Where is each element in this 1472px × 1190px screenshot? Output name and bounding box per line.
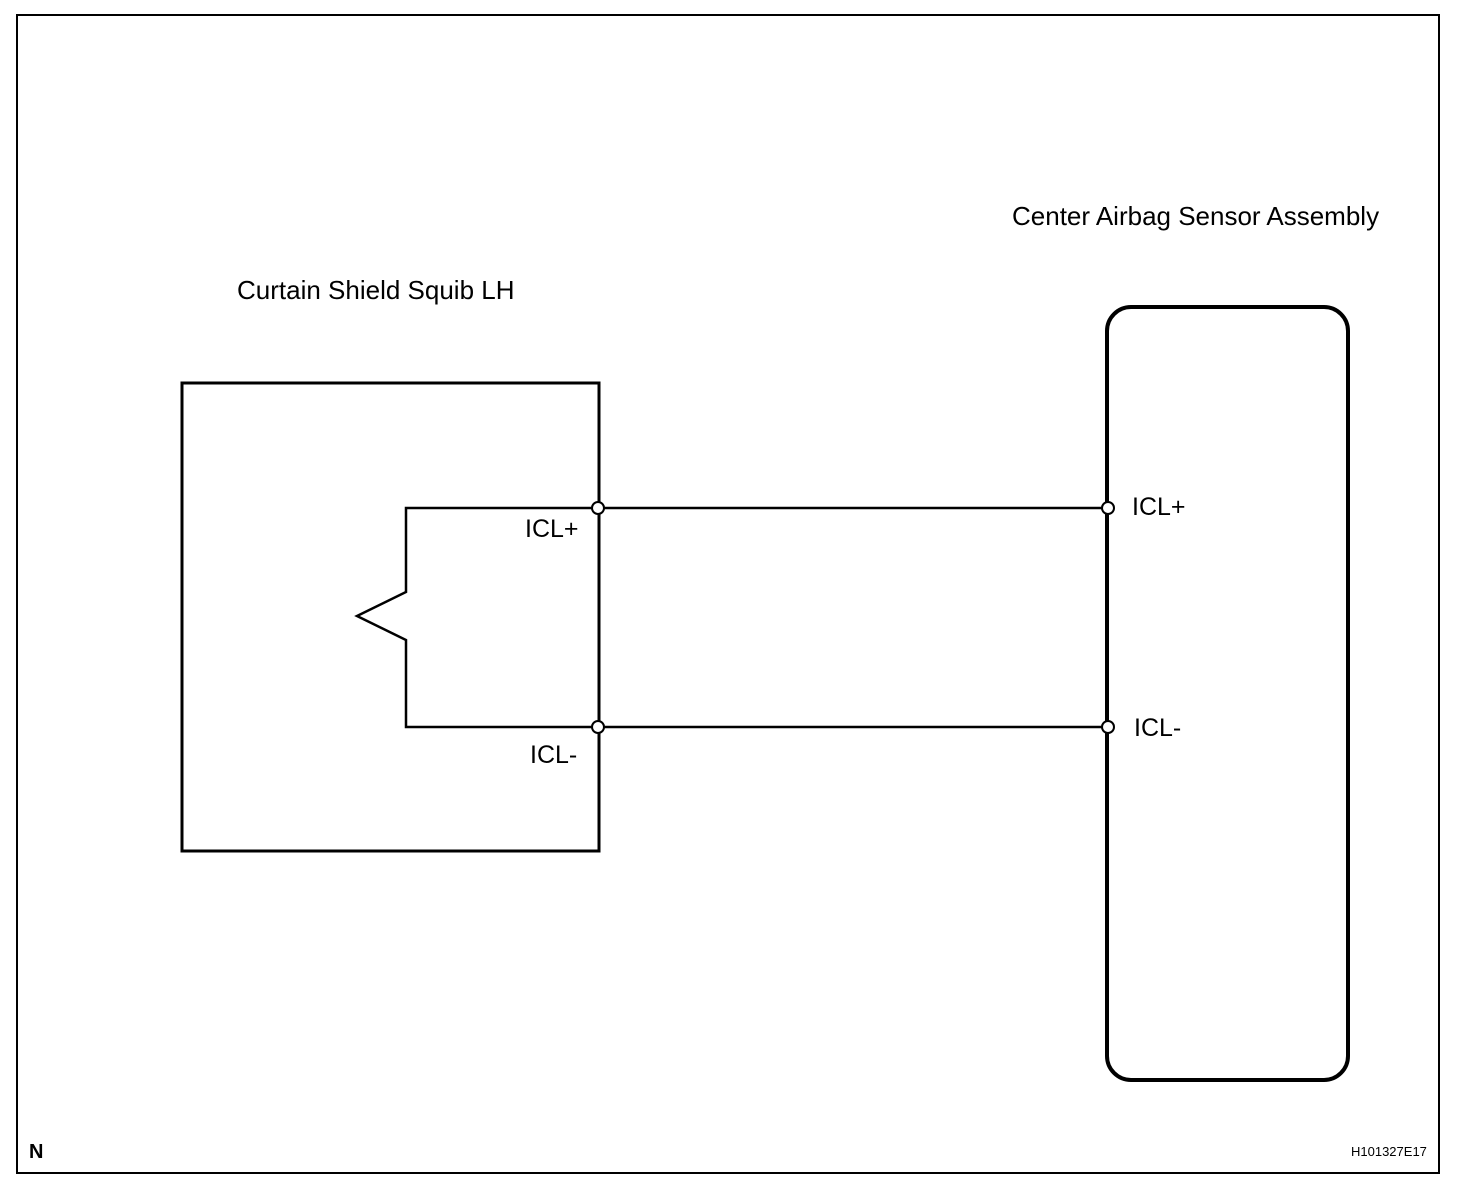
diagram-frame	[16, 14, 1440, 1174]
squib-title: Curtain Shield Squib LH	[237, 275, 515, 305]
sensor-pin-label-icl-plus: ICL+	[1132, 493, 1186, 521]
corner-mark: N	[29, 1141, 43, 1163]
sensor-assembly-box	[1105, 305, 1350, 1082]
terminal-squib-icl-minus	[591, 720, 605, 734]
terminal-sensor-icl-plus	[1101, 501, 1115, 515]
squib-pin-label-icl-minus: ICL-	[530, 741, 577, 769]
terminal-squib-icl-plus	[591, 501, 605, 515]
terminal-sensor-icl-minus	[1101, 720, 1115, 734]
squib-box	[180, 381, 601, 853]
figure-code: H101327E17	[1351, 1144, 1427, 1159]
squib-pin-label-icl-plus: ICL+	[525, 515, 579, 543]
sensor-assembly-title: Center Airbag Sensor Assembly	[1012, 201, 1379, 231]
sensor-pin-label-icl-minus: ICL-	[1134, 714, 1181, 742]
squib-igniter-symbol	[354, 506, 598, 729]
